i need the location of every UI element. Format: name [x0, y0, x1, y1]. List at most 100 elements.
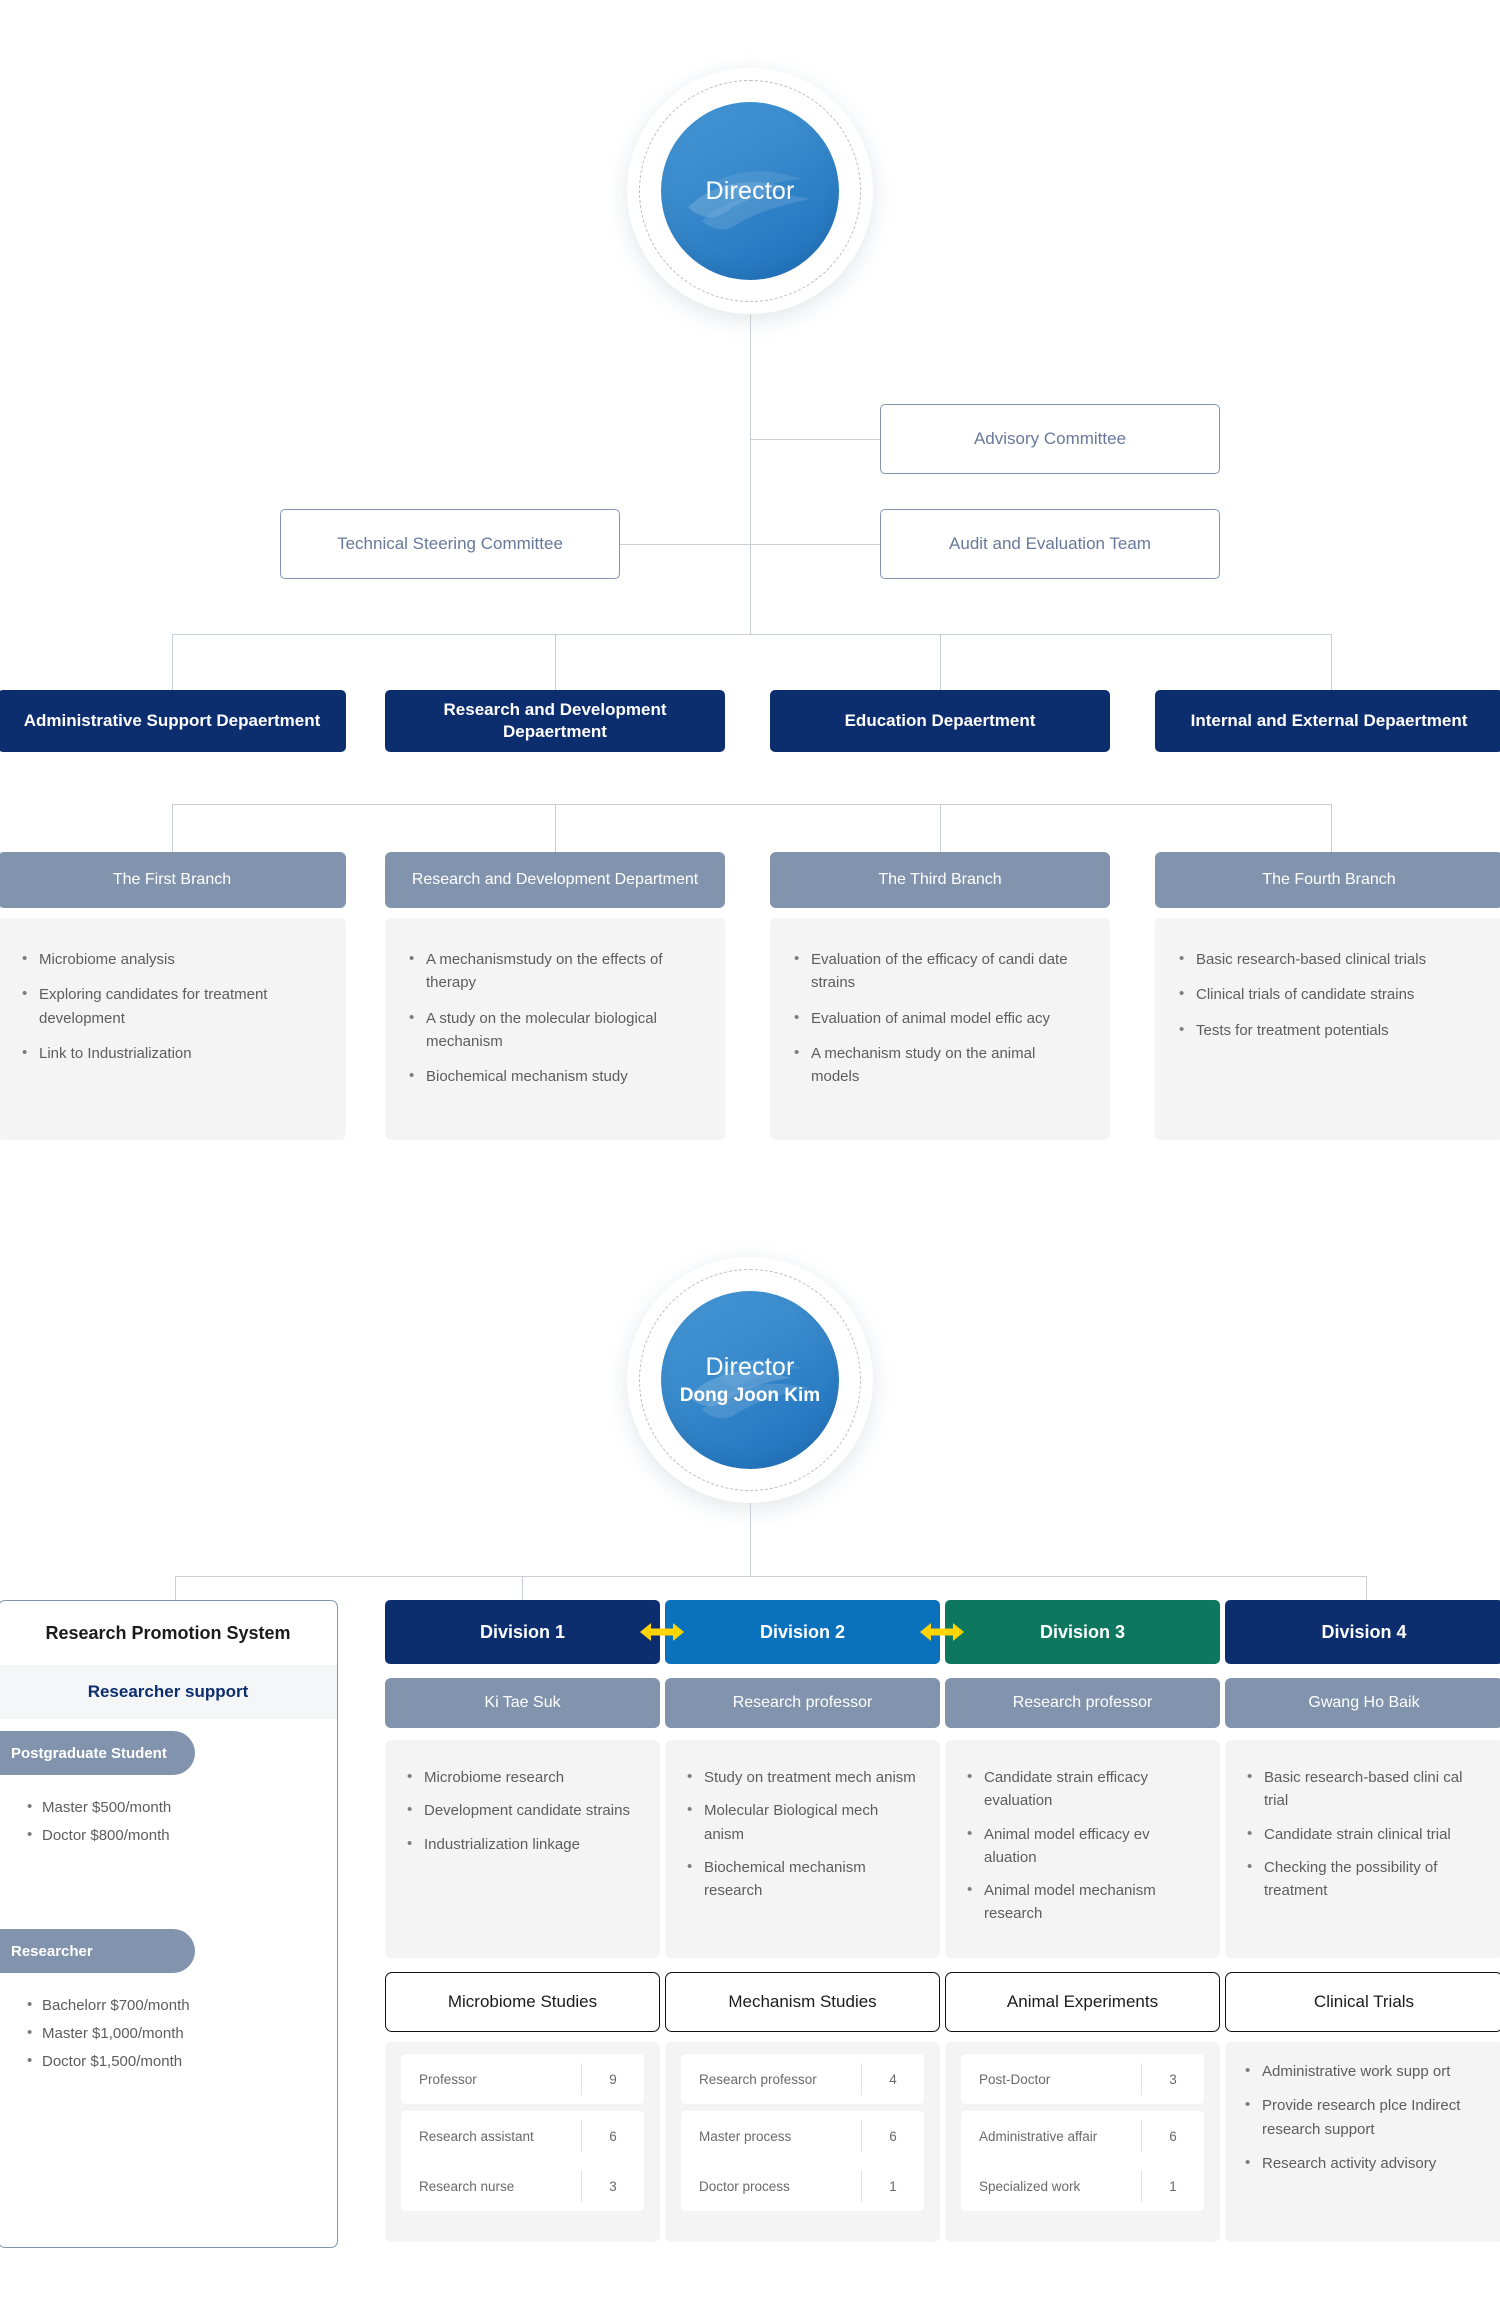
study-body-mechanism: Research professor 4 Master process 6 Do… [665, 2042, 940, 2242]
branch-head-4[interactable]: The Fourth Branch [1155, 852, 1500, 908]
connector-advisory [750, 439, 880, 440]
pill-label: Postgraduate Student [11, 1744, 167, 1762]
table-row: Research nurse 3 [401, 2161, 644, 2211]
advisory-committee-label: Advisory Committee [973, 429, 1127, 448]
connector-branch-bus [172, 804, 1332, 805]
division-body-3: Candidate strain efficacy evaluation Ani… [945, 1740, 1220, 1958]
dept-label: Research and Development Depaertment [443, 699, 667, 741]
division-label: Division 2 [759, 1621, 846, 1642]
list-item: Evaluation of animal model effic acy [794, 1005, 1086, 1030]
list-item: Research activity advisory [1245, 2151, 1483, 2175]
row-value: 4 [889, 2071, 897, 2087]
table-row: Research assistant 6 [401, 2111, 644, 2161]
division-head-4[interactable]: Division 4 [1225, 1600, 1500, 1664]
row-label: Professor [419, 2071, 477, 2087]
division-head-1[interactable]: Division 1 [385, 1600, 660, 1664]
branch-body-2: A mechanismstudy on the effects of thera… [385, 918, 725, 1140]
box-audit-evaluation-team[interactable]: Audit and Evaluation Team [880, 509, 1220, 579]
list-item: Microbiome research [407, 1765, 638, 1789]
list-item: Development candidate strains [407, 1798, 638, 1822]
pill-researcher[interactable]: Researcher [0, 1929, 195, 1973]
branch-bullet-list: A mechanismstudy on the effects of thera… [409, 947, 701, 1088]
study-head-clinical[interactable]: Clinical Trials [1225, 1972, 1500, 2032]
technical-steering-committee-label: Technical Steering Committee [337, 534, 563, 553]
branch-body-4: Basic research-based clinical trials Cli… [1155, 918, 1500, 1140]
division-body-1: Microbiome research Development candidat… [385, 1740, 660, 1958]
study-head-label: Clinical Trials [1313, 1992, 1415, 2011]
branch-head-label: The Third Branch [878, 870, 1002, 888]
division-label: Division 4 [1321, 1621, 1407, 1642]
director-name: Dong Joon Kim [679, 1385, 821, 1406]
list-item: Animal model mechanism research [967, 1878, 1198, 1926]
dept-internal-external[interactable]: Internal and External Depaertment [1155, 690, 1500, 752]
list-item: Molecular Biological mech anism [687, 1798, 918, 1846]
division-bullet-list: Microbiome research Development candidat… [407, 1765, 638, 1856]
row-label: Research nurse [419, 2178, 515, 2194]
list-item: Evaluation of the efficacy of candi date… [794, 947, 1086, 995]
branch-head-2[interactable]: Research and Development Department [385, 852, 725, 908]
list-item: A mechanism study on the animal models [794, 1041, 1086, 1089]
table-row: Professor 9 [401, 2054, 644, 2104]
list-item: Basic research-based clini cal trial [1247, 1765, 1481, 1813]
dashed-ring-decoration [639, 1269, 861, 1491]
connector-bottom-spine [750, 1503, 751, 1576]
division-body-4: Basic research-based clini cal trial Can… [1225, 1740, 1500, 1958]
connector-drop-branch-2 [555, 804, 556, 852]
division-person-3[interactable]: Research professor [945, 1678, 1220, 1728]
box-technical-steering-committee[interactable]: Technical Steering Committee [280, 509, 620, 579]
table-row: Master process 6 [681, 2111, 924, 2161]
division-head-2[interactable]: Division 2 [665, 1600, 940, 1664]
division-person-4[interactable]: Gwang Ho Baik [1225, 1678, 1500, 1728]
branch-head-3[interactable]: The Third Branch [770, 852, 1110, 908]
list-item: Biochemical mechanism research [687, 1855, 918, 1903]
row-value: 1 [889, 2178, 897, 2194]
researcher-support-list: Bachelorr $700/month Master $1,000/month… [0, 1973, 337, 2089]
list-item: Checking the possibility of treatment [1247, 1855, 1481, 1903]
row-value: 6 [609, 2128, 617, 2144]
box-advisory-committee[interactable]: Advisory Committee [880, 404, 1220, 474]
division-label: Division 3 [1039, 1621, 1126, 1642]
study-head-animal[interactable]: Animal Experiments [945, 1972, 1220, 2032]
division-head-3[interactable]: Division 3 [945, 1600, 1220, 1664]
division-body-2: Study on treatment mech anism Molecular … [665, 1740, 940, 1958]
connector-bottom-bus [175, 1576, 1367, 1577]
director-title: Director [705, 1353, 795, 1381]
study-head-microbiome[interactable]: Microbiome Studies [385, 1972, 660, 2032]
table-group: Research professor 4 [681, 2054, 924, 2104]
table-group: Master process 6 Doctor process 1 [681, 2111, 924, 2211]
leaf-watermark-icon [688, 1359, 810, 1418]
division-person-1[interactable]: Ki Tae Suk [385, 1678, 660, 1728]
promotion-subtitle: Researcher support [0, 1665, 337, 1719]
table-row: Specialized work 1 [961, 2161, 1204, 2211]
branch-bullet-list: Evaluation of the efficacy of candi date… [794, 947, 1086, 1089]
study-body-microbiome: Professor 9 Research assistant 6 Researc… [385, 2042, 660, 2242]
dept-research-development[interactable]: Research and Development Depaertment [385, 690, 725, 752]
clinical-trials-bullet-list: Administrative work supp ort Provide res… [1245, 2050, 1483, 2175]
row-value: 9 [609, 2071, 617, 2087]
connector-drop-branch-1 [172, 804, 173, 852]
table-row: Administrative affair 6 [961, 2111, 1204, 2161]
row-value: 3 [1169, 2071, 1177, 2087]
dept-education[interactable]: Education Depaertment [770, 690, 1110, 752]
promotion-title: Research Promotion System [45, 1622, 291, 1643]
study-head-mechanism[interactable]: Mechanism Studies [665, 1972, 940, 2032]
dept-label: Administrative Support Depaertment [23, 710, 321, 730]
study-head-label: Microbiome Studies [447, 1992, 598, 2011]
row-divider [1141, 2063, 1142, 2095]
table-group: Research assistant 6 Research nurse 3 [401, 2111, 644, 2211]
connector-drop-branch-4 [1331, 804, 1332, 852]
list-item: Microbiome analysis [22, 947, 322, 971]
row-divider [861, 2170, 862, 2202]
pill-postgraduate-student[interactable]: Postgraduate Student [0, 1731, 195, 1775]
list-item: Candidate strain clinical trial [1247, 1821, 1481, 1846]
branch-head-1[interactable]: The First Branch [0, 852, 346, 908]
list-item: Study on treatment mech anism [687, 1765, 918, 1789]
branch-bullet-list: Basic research-based clinical trials Cli… [1179, 947, 1479, 1042]
table-group: Administrative affair 6 Specialized work… [961, 2111, 1204, 2211]
dept-administrative-support[interactable]: Administrative Support Depaertment [0, 690, 346, 752]
director-title: Director [705, 176, 795, 205]
division-person-2[interactable]: Research professor [665, 1678, 940, 1728]
study-head-label: Mechanism Studies [728, 1992, 877, 2011]
study-head-label: Animal Experiments [1006, 1992, 1159, 2011]
